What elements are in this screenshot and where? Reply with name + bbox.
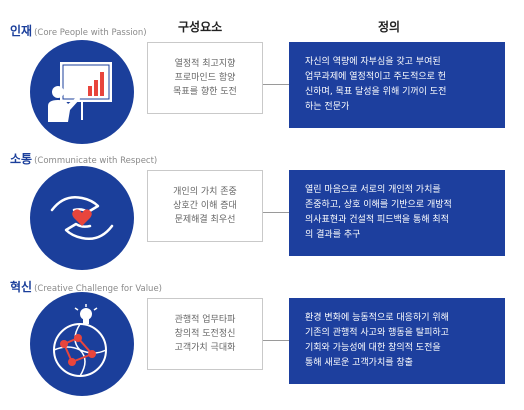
presentation-board-icon (30, 40, 134, 144)
definition-line: 의 결과를 추구 (305, 230, 361, 240)
component-item: 고객가치 극대화 (174, 343, 236, 353)
definition-box-talent: 자신의 역량에 자부심을 갖고 부여된 업무과제에 열정적이고 주도적으로 헌 … (289, 42, 505, 128)
component-item: 목표를 향한 도전 (173, 87, 237, 97)
components-box-talent: 열정적 최고지향 프로마인드 함양 목표를 향한 도전 (147, 42, 263, 114)
section-title-text: 인재 (10, 24, 33, 38)
component-item: 개인의 가치 존중 (173, 187, 237, 197)
components-box-innovation: 관행적 업무타파 창의적 도전정신 고객가치 극대화 (147, 298, 263, 370)
components-header: 구성요소 (178, 20, 223, 34)
component-item: 프로마인드 함양 (174, 73, 236, 83)
definition-line: 신하며, 목표 달성을 위해 기꺼이 도전 (305, 87, 447, 97)
network-lightbulb-icon (30, 292, 134, 396)
definition-line: 기회와 가능성에 대한 창의적 도전을 (305, 343, 441, 353)
definition-header: 정의 (378, 20, 401, 34)
definition-box-communication: 열린 마음으로 서로의 개인적 가치를 존중하고, 상호 이해를 기반으로 개방… (289, 170, 505, 256)
section-subtitle: (Core People with Passion) (34, 28, 147, 38)
component-item: 문제해결 최우선 (174, 215, 236, 225)
section-title-communication: 소통(Communicate with Respect) (10, 150, 157, 167)
section-subtitle: (Communicate with Respect) (34, 156, 158, 166)
component-item: 창의적 도전정신 (174, 329, 236, 339)
hands-heart-icon (30, 166, 134, 270)
section-title-innovation: 혁신(Creative Challenge for Value) (10, 278, 162, 295)
section-subtitle: (Creative Challenge for Value) (34, 284, 162, 294)
definition-line: 하는 전문가 (305, 102, 350, 112)
definition-line: 통해 새로운 고객가치를 창출 (305, 358, 413, 368)
definition-line: 열린 마음으로 서로의 개인적 가치를 (305, 185, 441, 195)
section-title-talent: 인재(Core People with Passion) (10, 22, 147, 39)
section-title-text: 혁신 (10, 280, 33, 294)
section-title-text: 소통 (10, 152, 33, 166)
definition-line: 기존의 관행적 사고와 행동을 탈피하고 (305, 328, 449, 338)
definition-line: 업무과제에 열정적이고 주도적으로 헌 (305, 72, 447, 82)
component-item: 열정적 최고지향 (174, 59, 236, 69)
connector-line (263, 340, 289, 341)
component-item: 관행적 업무타파 (174, 315, 236, 325)
connector-line (263, 212, 289, 213)
definition-line: 존중하고, 상호 이해를 기반으로 개방적 (305, 200, 452, 210)
definition-line: 환경 변화에 능동적으로 대응하기 위해 (305, 313, 449, 323)
connector-line (263, 84, 289, 85)
component-item: 상호간 이해 증대 (173, 201, 237, 211)
definition-line: 자신의 역량에 자부심을 갖고 부여된 (305, 57, 441, 67)
definition-line: 의사표현과 건설적 피드백을 통해 최적 (305, 215, 449, 225)
components-box-communication: 개인의 가치 존중 상호간 이해 증대 문제해결 최우선 (147, 170, 263, 242)
definition-box-innovation: 환경 변화에 능동적으로 대응하기 위해 기존의 관행적 사고와 행동을 탈피하… (289, 298, 505, 384)
